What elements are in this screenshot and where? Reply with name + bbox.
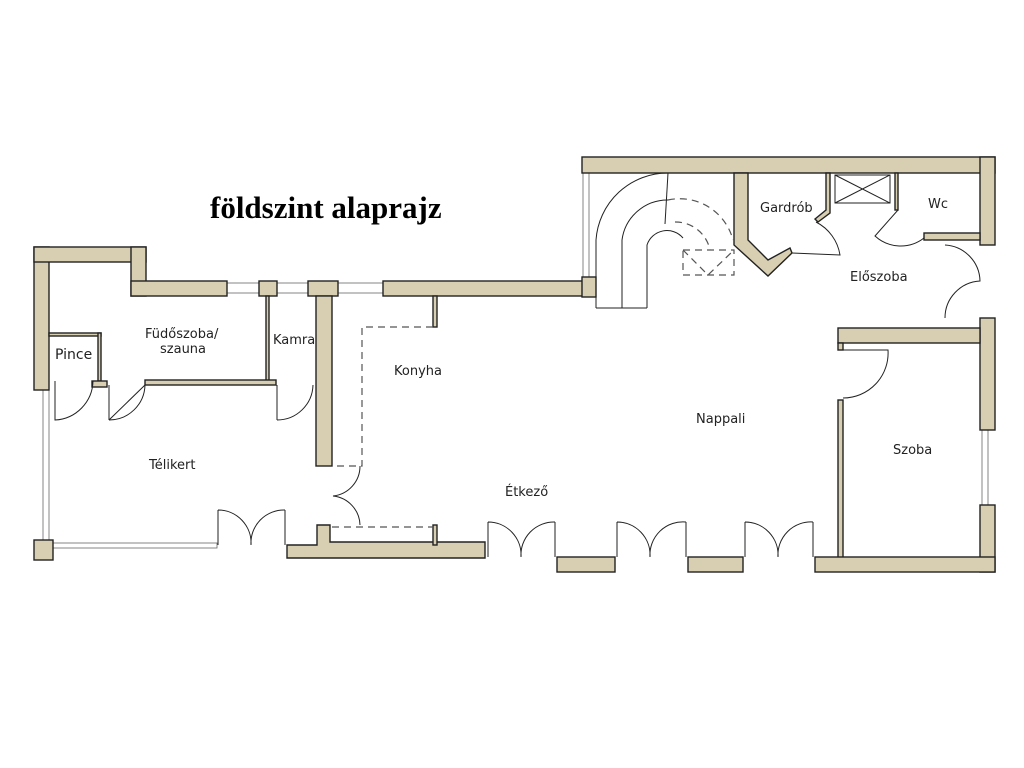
room-label-kamra: Kamra <box>273 333 316 348</box>
room-label-pince: Pince <box>55 347 93 363</box>
room-label-etkezo: Étkező <box>505 485 549 500</box>
room-label-fudoszoba: Füdőszoba/ <box>145 327 219 342</box>
room-label-wc: Wc <box>928 197 949 212</box>
room-label-gardrob: Gardrób <box>760 201 813 216</box>
dashed-outlines <box>332 198 735 528</box>
plan-title: földszint alaprajz <box>210 190 442 225</box>
room-label-szoba: Szoba <box>893 443 933 458</box>
walls <box>33 156 996 573</box>
room-label-konyha: Konyha <box>394 364 442 379</box>
room-label-telikert: Télikert <box>149 458 196 473</box>
door-swings <box>54 209 981 558</box>
room-label-nappali: Nappali <box>696 412 746 427</box>
staircase <box>595 172 891 309</box>
room-label-szauna: szauna <box>160 342 207 357</box>
room-label-eloszoba: Előszoba <box>850 270 908 285</box>
